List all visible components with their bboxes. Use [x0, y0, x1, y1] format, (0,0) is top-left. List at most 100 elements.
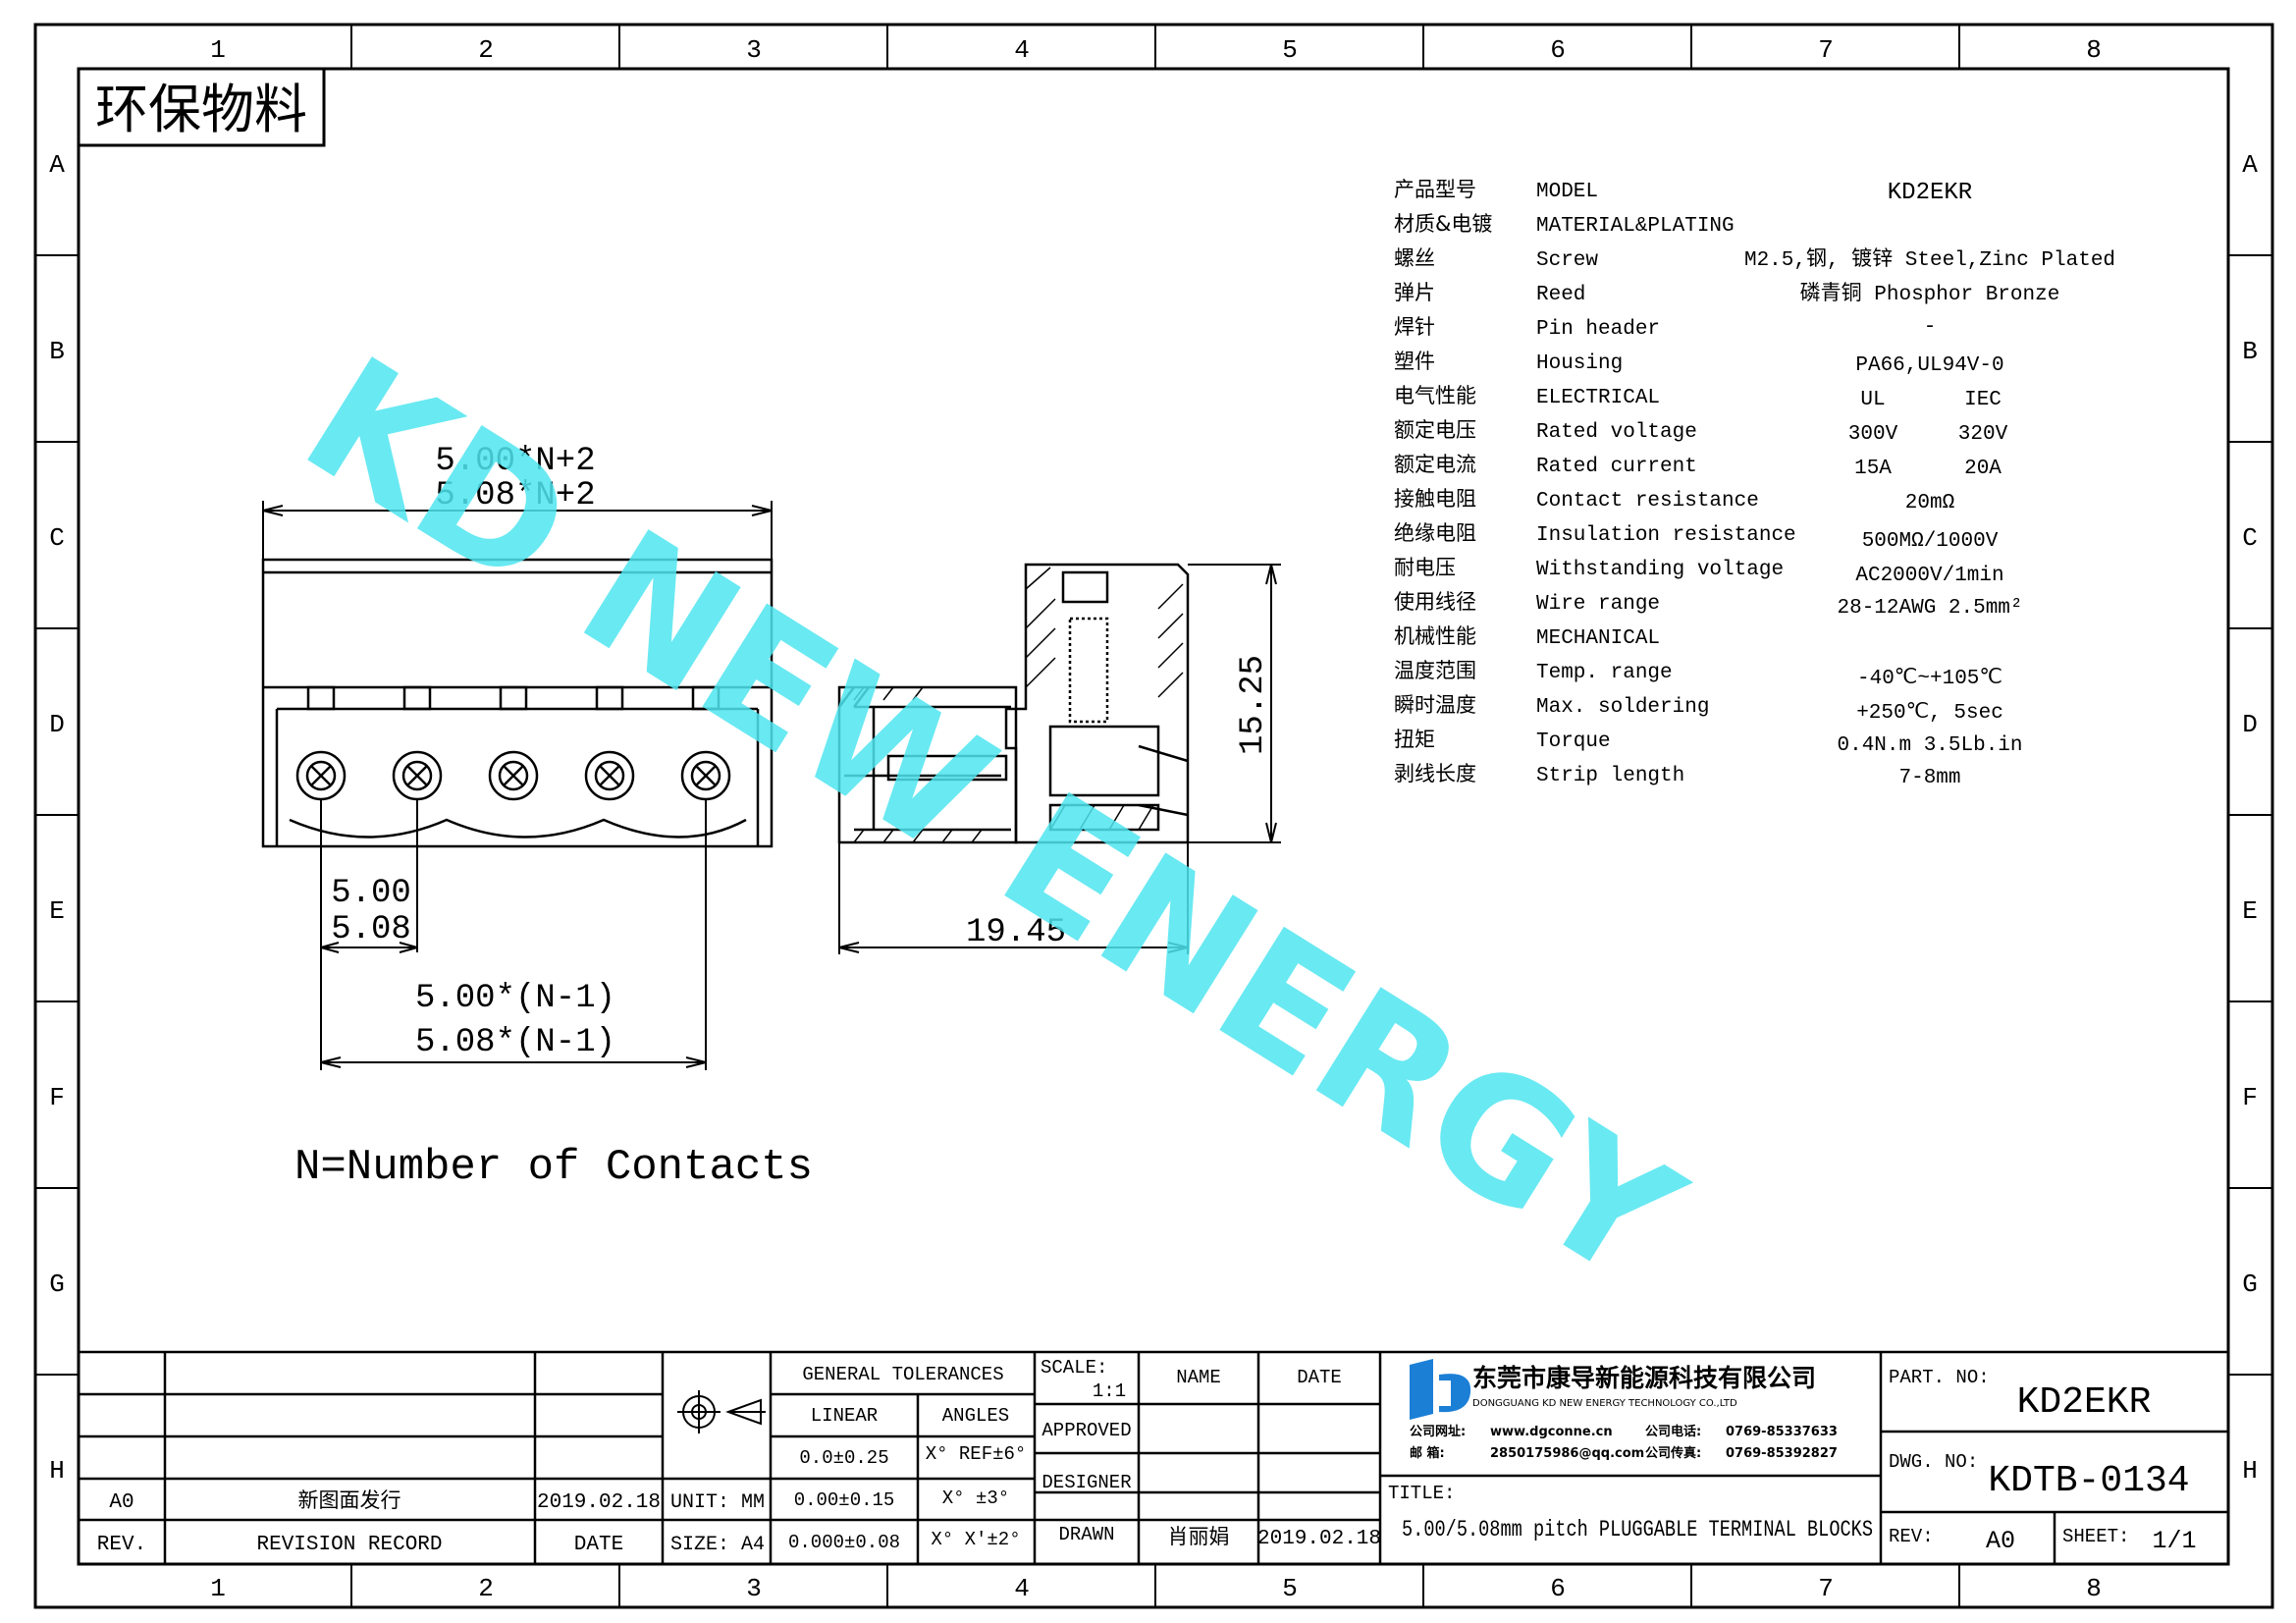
spec-cn: 弹片: [1394, 281, 1435, 304]
spec-en: Wire range: [1536, 593, 1660, 616]
screw-icon: [488, 750, 539, 801]
designer-label: DESIGNER: [1041, 1472, 1131, 1493]
contacts-note: N=Number of Contacts: [294, 1143, 813, 1192]
spec-cn: 绝缘电阻: [1394, 521, 1476, 545]
approval-block: SCALE: 1:1 NAME DATE APPROVED DESIGNER D…: [1041, 1357, 1381, 1550]
date-header: DATE: [574, 1534, 623, 1556]
spec-en: Screw: [1536, 249, 1598, 272]
dim-pitch-500: 5.00: [331, 875, 411, 912]
row-label: G: [2242, 1270, 2258, 1299]
spec-cn: 剥线长度: [1394, 762, 1476, 785]
col-label: 2: [478, 1574, 494, 1603]
spec-cn: 温度范围: [1394, 659, 1476, 682]
scale-label: SCALE:: [1041, 1357, 1107, 1379]
website: www.dgconne.cn: [1490, 1425, 1613, 1439]
spec-value: PA66,UL94V-0: [1855, 354, 2003, 377]
title-block-grid: [79, 1350, 2228, 1564]
dwg-no-label: DWG. NO:: [1889, 1451, 1978, 1473]
spec-en: Withstanding voltage: [1536, 559, 1784, 581]
spec-cn: 产品型号: [1394, 178, 1476, 201]
revision-record-header: REVISION RECORD: [256, 1534, 442, 1556]
drawn-date: 2019.02.18: [1257, 1528, 1381, 1550]
spec-cn: 材质&电镀: [1394, 212, 1492, 236]
row-label: E: [49, 896, 65, 926]
screw-icon: [392, 750, 443, 801]
rev-row-record: 新图面发行: [298, 1488, 401, 1512]
row-label: H: [49, 1456, 65, 1486]
linear-tol-2: 0.00±0.15: [794, 1489, 895, 1511]
row-label: H: [2242, 1456, 2258, 1486]
units-size: UNIT: MM SIZE: A4: [670, 1491, 765, 1556]
rev-header: REV.: [97, 1534, 146, 1556]
column-labels-top: 1 2 3 4 5 6 7 8: [210, 35, 2102, 65]
company-name-en: DONGGUANG KD NEW ENERGY TECHNOLOGY CO.,L…: [1472, 1398, 1737, 1409]
spec-value: 20mΩ: [1905, 492, 1954, 514]
screw-icon: [680, 750, 731, 801]
spec-value-ul: 300V: [1848, 423, 1898, 446]
spec-value: 7-8mm: [1898, 767, 1960, 789]
row-labels-left: A B C D E F G H: [49, 150, 65, 1486]
row-label: A: [49, 150, 65, 180]
spec-en: Insulation resistance: [1536, 524, 1796, 547]
spec-cn: 焊针: [1394, 315, 1435, 339]
general-tolerances: GENERAL TOLERANCES LINEAR ANGLES 0.0±0.2…: [788, 1364, 1026, 1553]
company-info: 东莞市康导新能源科技有限公司 DONGGUANG KD NEW ENERGY T…: [1410, 1359, 1838, 1461]
row-label: C: [49, 523, 65, 553]
spec-value: 28-12AWG 2.5mm²: [1837, 597, 2022, 620]
drawn-name: 肖丽娟: [1168, 1525, 1230, 1548]
spec-table: 产品型号 MODEL KD2EKR 材质&电镀 MATERIAL&PLATING…: [1394, 178, 2115, 789]
linear-header: LINEAR: [811, 1405, 878, 1427]
spec-value: KD2EKR: [1888, 180, 1972, 206]
projection-symbol-icon: [677, 1390, 766, 1434]
spec-value: AC2000V/1min: [1855, 565, 2003, 587]
spec-cn: 额定电流: [1394, 453, 1476, 476]
col-label: 8: [2086, 35, 2102, 65]
side-section-hatching: [853, 567, 1184, 843]
company-logo-icon: [1410, 1359, 1471, 1420]
spec-value-ul: UL: [1860, 389, 1885, 411]
col-label: 3: [746, 35, 762, 65]
website-label: 公司网址:: [1410, 1424, 1466, 1439]
spec-value: M2.5,钢, 镀锌 Steel,Zinc Plated: [1744, 247, 2115, 272]
name-header: NAME: [1176, 1367, 1221, 1388]
col-label: 4: [1014, 1574, 1030, 1603]
tel-label: 公司电话:: [1645, 1424, 1701, 1439]
spec-value: -: [1924, 316, 1937, 339]
col-label: 1: [210, 1574, 226, 1603]
spec-en: Max. soldering: [1536, 696, 1709, 719]
spec-en: Contact resistance: [1536, 490, 1759, 513]
spec-cn: 接触电阻: [1394, 487, 1476, 511]
linear-tol-1: 0.0±0.25: [799, 1447, 888, 1469]
row-label: D: [49, 710, 65, 739]
revision-record: A0 新图面发行 2019.02.18 REV. REVISION RECORD…: [97, 1488, 661, 1556]
tel: 0769-85337633: [1726, 1425, 1838, 1439]
col-label: 4: [1014, 35, 1030, 65]
company-name-cn: 东莞市康导新能源科技有限公司: [1472, 1364, 1816, 1392]
email: 2850175986@qq.com: [1490, 1446, 1644, 1461]
row-label: A: [2242, 150, 2258, 180]
frame-border: [33, 23, 2274, 1609]
dim-span-500: 5.00*(N-1): [415, 980, 615, 1017]
spec-en: Rated current: [1536, 456, 1697, 478]
col-label: 5: [1282, 1574, 1298, 1603]
dim-span-508: 5.08*(N-1): [415, 1024, 615, 1061]
linear-tol-3: 0.000±0.08: [788, 1532, 900, 1553]
general-tolerances-header: GENERAL TOLERANCES: [802, 1364, 1003, 1385]
spec-en: Reed: [1536, 284, 1585, 306]
email-label: 邮 箱:: [1410, 1445, 1445, 1461]
row-label: C: [2242, 523, 2258, 553]
dwg-no: KDTB-0134: [1988, 1460, 2189, 1502]
drawn-label: DRAWN: [1058, 1524, 1114, 1545]
column-labels-bottom: 1 2 3 4 5 6 7 8: [210, 1574, 2102, 1603]
spec-en: Strip length: [1536, 765, 1684, 787]
part-no: KD2EKR: [2017, 1381, 2152, 1424]
side-view-dimensions: [838, 564, 1281, 954]
sheet-label: SHEET:: [2062, 1526, 2129, 1547]
spec-cn: 螺丝: [1394, 246, 1435, 270]
spec-cn: 瞬时温度: [1394, 693, 1476, 717]
col-label: 3: [746, 1574, 762, 1603]
angle-tol-1: X° REF±6°: [926, 1443, 1027, 1465]
front-dimension-labels: 5.00*N+2 5.08*N+2 5.00 5.08 5.00*(N-1) 5…: [331, 443, 615, 1061]
drawing-title: TITLE: 5.00/5.08mm pitch PLUGGABLE TERMI…: [1388, 1483, 1873, 1542]
